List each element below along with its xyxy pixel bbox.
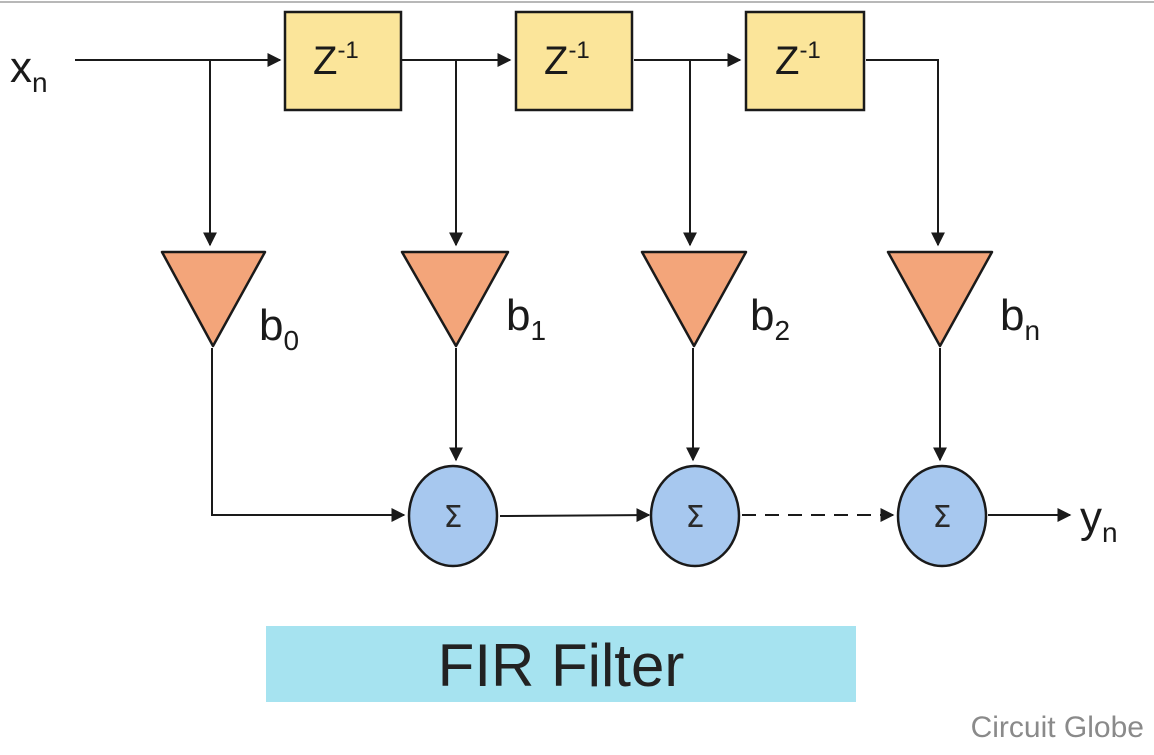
input-label: xn xyxy=(10,43,48,98)
gain-b0: b0 xyxy=(160,250,299,356)
signal-lines xyxy=(75,53,1072,523)
title-band xyxy=(266,626,856,702)
svg-text:Z-1: Z-1 xyxy=(313,37,359,83)
svg-text:b2: b2 xyxy=(750,291,790,346)
svg-text:b1: b1 xyxy=(506,291,546,346)
svg-text:Σ: Σ xyxy=(933,500,952,535)
delay-block: Z-1 xyxy=(514,10,634,112)
output-label: yn xyxy=(1080,493,1118,548)
adder: Σ xyxy=(649,464,741,568)
credit-text: Circuit Globe xyxy=(971,711,1144,744)
adder: Σ xyxy=(407,464,499,568)
delay-block: Z-1 xyxy=(283,10,403,112)
svg-text:Z-1: Z-1 xyxy=(775,37,821,83)
svg-text:b0: b0 xyxy=(259,301,299,356)
svg-text:Σ: Σ xyxy=(686,500,705,535)
adder: Σ xyxy=(896,464,988,568)
diagram-title: FIR Filter xyxy=(438,632,685,699)
gain-b2: b2 xyxy=(640,250,790,348)
delay-block: Z-1 xyxy=(744,10,866,112)
svg-text:bn: bn xyxy=(1000,291,1040,346)
svg-text:Σ: Σ xyxy=(444,500,463,535)
gain-bn: bn xyxy=(886,250,1040,348)
svg-text:Z-1: Z-1 xyxy=(544,37,590,83)
gain-b1: b1 xyxy=(400,250,546,348)
